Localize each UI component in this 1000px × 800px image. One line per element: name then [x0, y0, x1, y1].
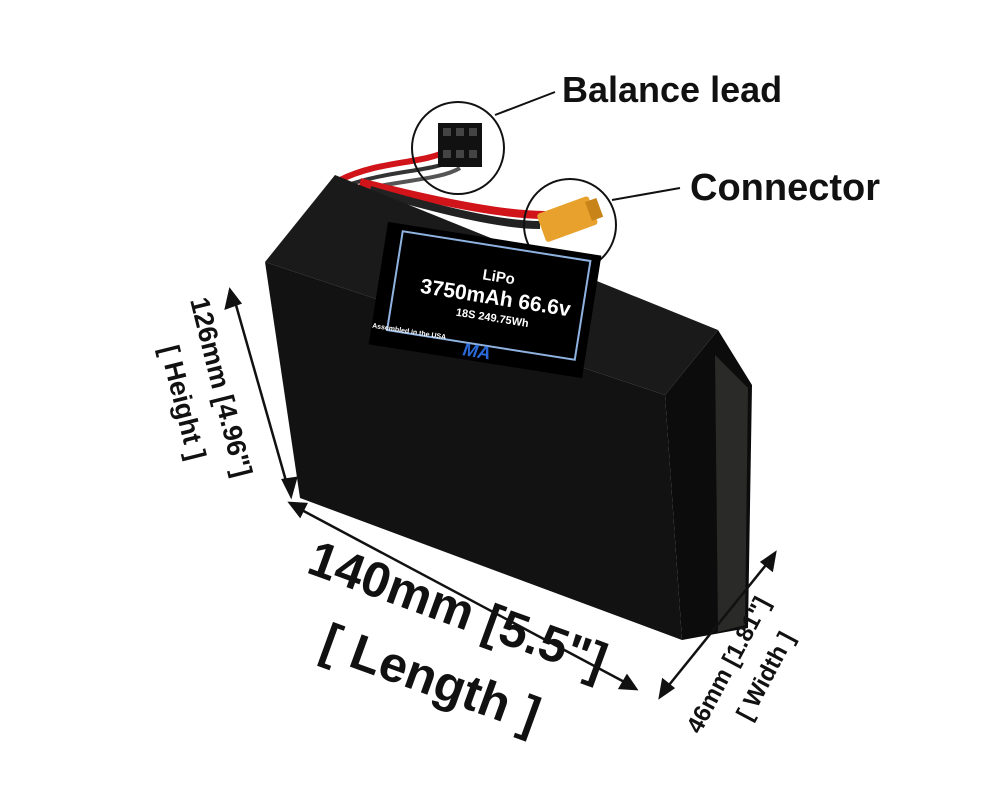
brand-logo: MA: [461, 339, 492, 363]
height-arrow: [224, 287, 298, 500]
label-chemistry: LiPo: [481, 266, 516, 288]
balance-lead-callout-circle: [411, 101, 505, 195]
connector-label: Connector: [690, 167, 880, 209]
length-arrow: [287, 501, 639, 691]
battery-label: LiPo 3750mAh 66.6v 18S 249.75Wh Assemble…: [368, 221, 602, 379]
balance-lead-label: Balance lead: [562, 69, 782, 110]
xt-connector: [537, 196, 604, 242]
width-arrow: [658, 550, 777, 700]
